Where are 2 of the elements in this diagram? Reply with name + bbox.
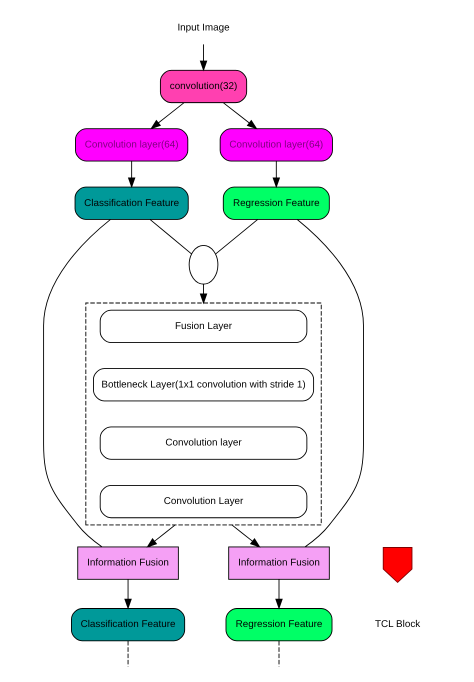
node-text: Input Image [177, 22, 230, 34]
node-label: TCL Block [375, 619, 420, 630]
